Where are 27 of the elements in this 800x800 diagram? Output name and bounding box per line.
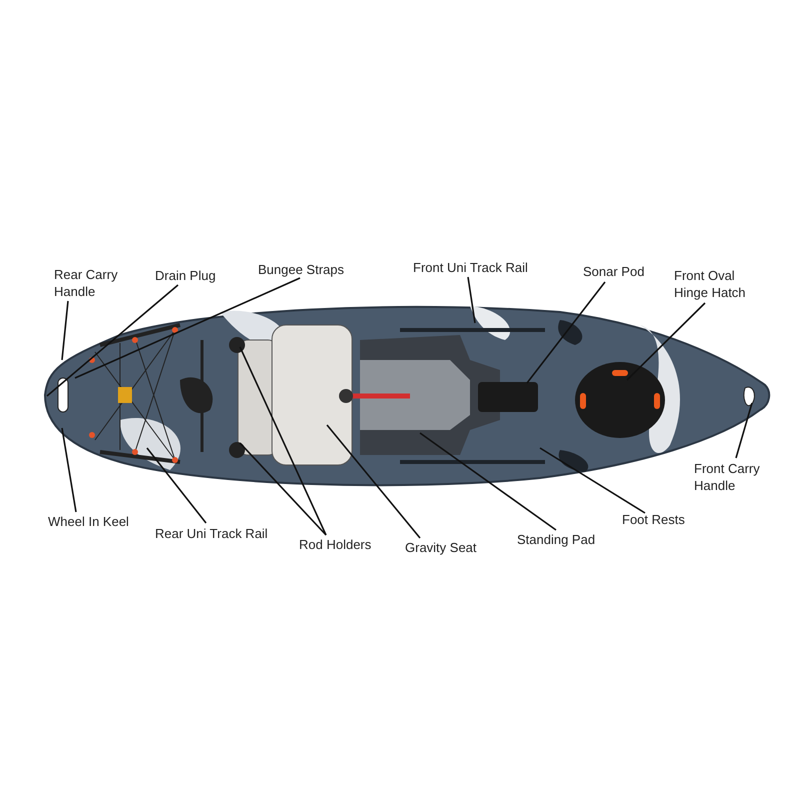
- part-label: Rear Uni Track Rail: [155, 525, 285, 542]
- leader-line: [61, 300, 69, 360]
- leader-line: [74, 277, 300, 379]
- part-label: Front Carry Handle: [694, 460, 769, 494]
- leader-line: [46, 284, 179, 397]
- part-label: Rear Carry Handle: [54, 266, 126, 300]
- part-label: Wheel In Keel: [48, 513, 143, 530]
- part-label: Drain Plug: [155, 267, 245, 284]
- part-label: Front Uni Track Rail: [413, 259, 543, 276]
- leader-line: [326, 424, 421, 538]
- leader-line: [626, 302, 706, 381]
- part-label: Front Oval Hinge Hatch: [674, 267, 764, 301]
- leader-line: [540, 447, 646, 514]
- leader-line: [467, 276, 476, 324]
- part-label: Standing Pad: [517, 531, 607, 548]
- leader-line: [239, 346, 327, 536]
- leader-line: [735, 402, 753, 458]
- leader-line: [420, 432, 556, 531]
- part-label: Foot Rests: [622, 511, 702, 528]
- leader-line: [61, 428, 77, 512]
- part-label: Bungee Straps: [258, 261, 358, 278]
- leader-line: [146, 448, 207, 524]
- part-label: Gravity Seat: [405, 539, 495, 556]
- leader-line: [239, 442, 327, 536]
- part-label: Sonar Pod: [583, 263, 663, 280]
- part-label: Rod Holders: [299, 536, 384, 553]
- leader-line: [526, 282, 606, 384]
